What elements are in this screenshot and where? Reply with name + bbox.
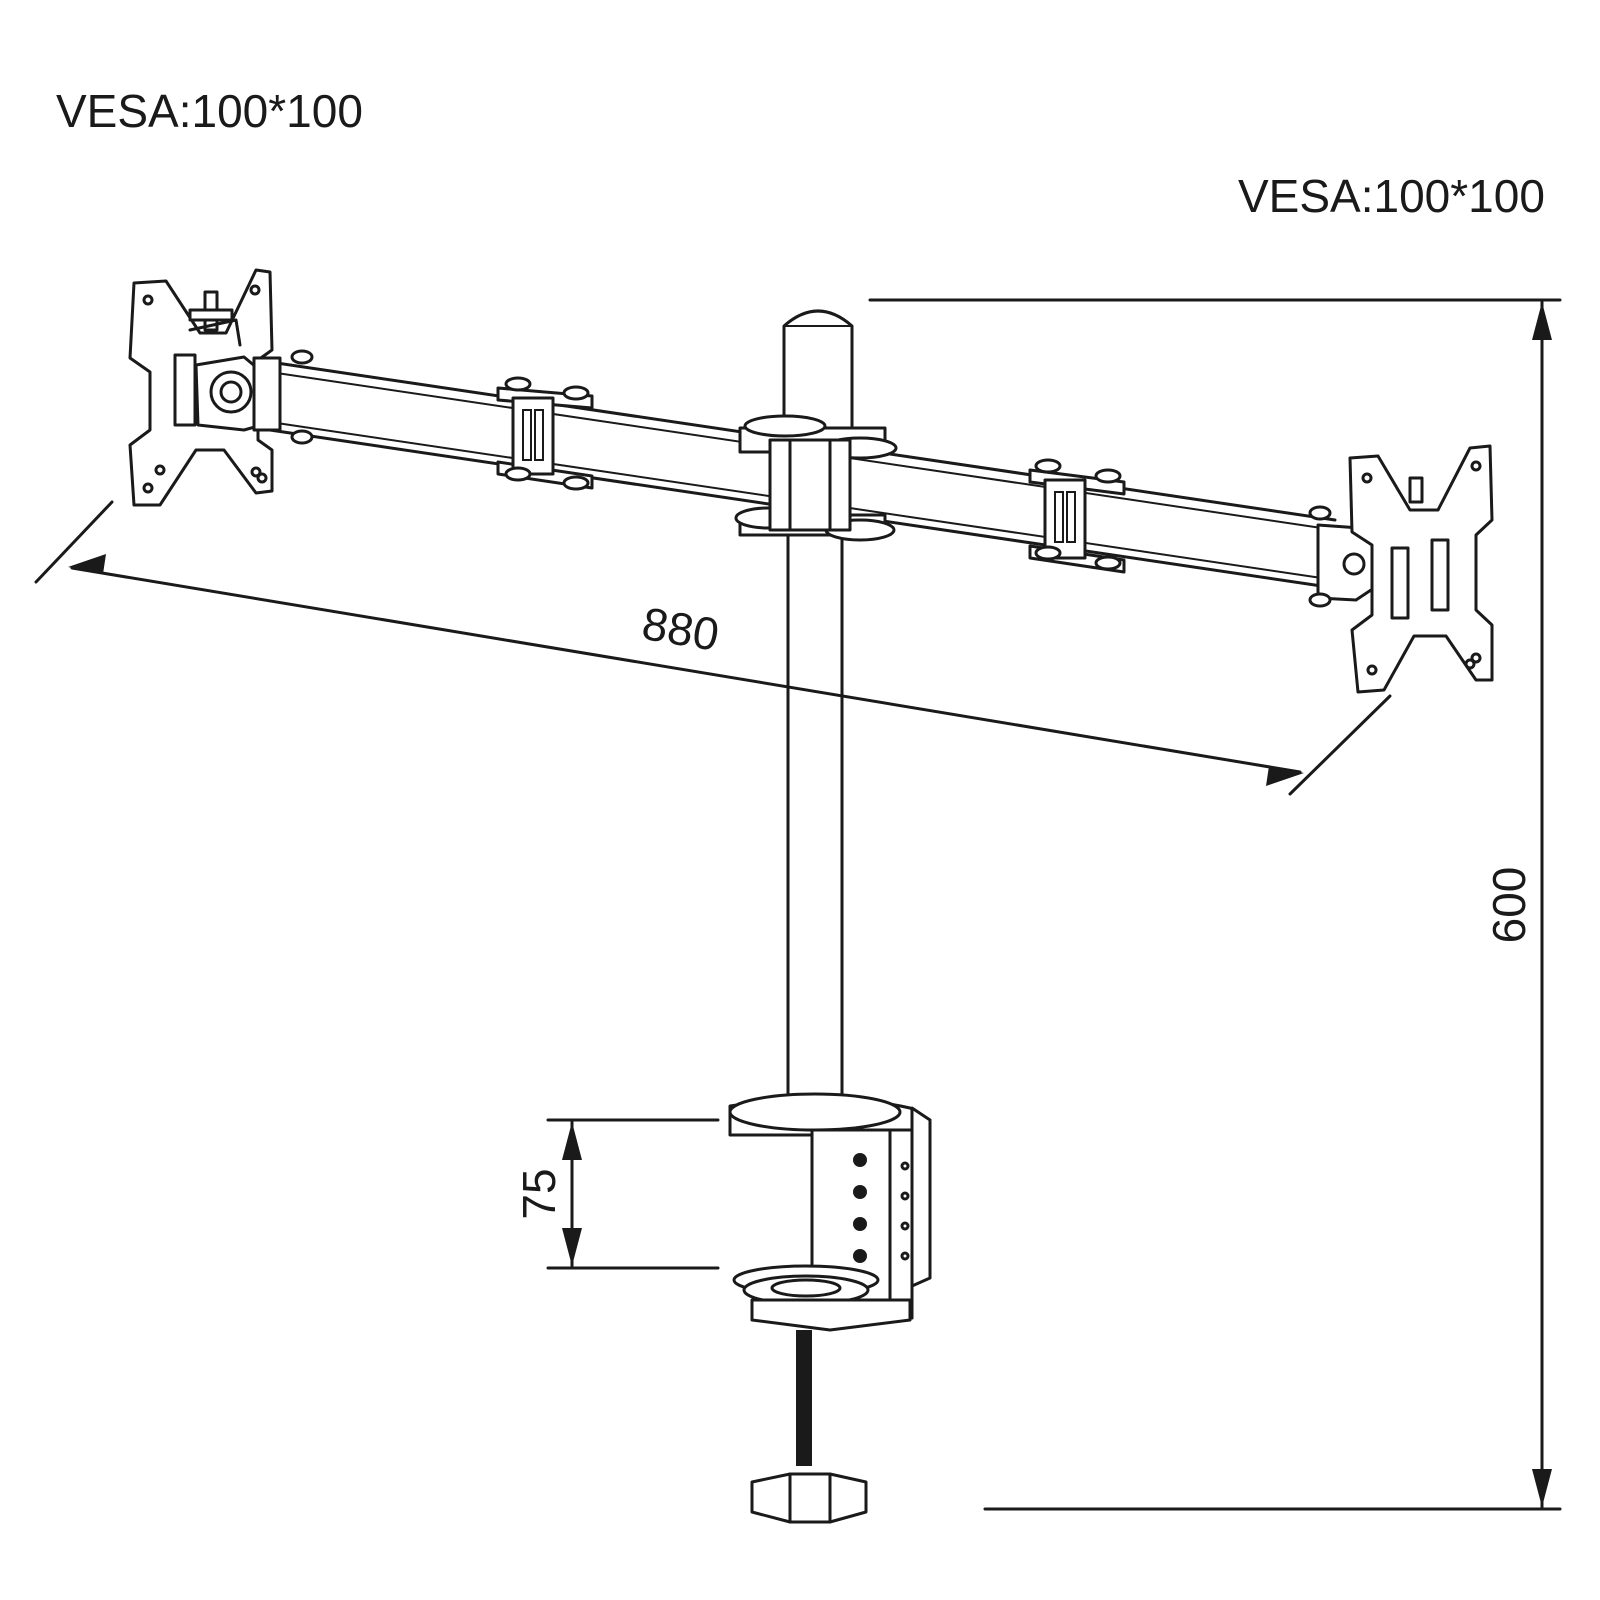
height-dimension: 600 xyxy=(868,298,1562,1511)
desk-clamp xyxy=(728,1092,932,1524)
vesa-right-label: VESA:100*100 xyxy=(1238,170,1545,222)
central-pole xyxy=(734,309,898,1114)
vesa-left-label: VESA:100*100 xyxy=(56,85,363,137)
clamp-range-dimension: 75 xyxy=(513,1118,720,1270)
width-value-label: 880 xyxy=(638,597,722,661)
clamp-range-value-label: 75 xyxy=(513,1168,565,1219)
right-vesa-plate xyxy=(1348,444,1494,694)
left-vesa-plate xyxy=(128,268,274,507)
width-dimension: 880 xyxy=(34,500,1392,796)
height-value-label: 600 xyxy=(1483,867,1535,944)
